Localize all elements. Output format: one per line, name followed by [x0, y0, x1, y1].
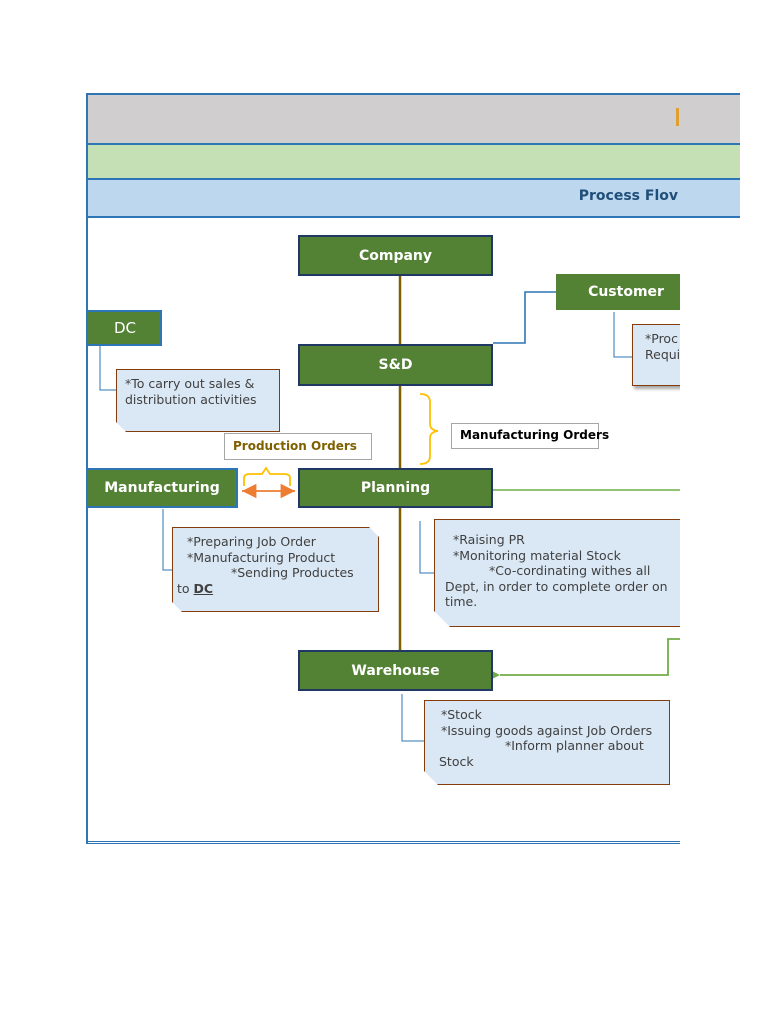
header-title-fragment-mark [676, 108, 679, 126]
manufacturing-bracket [419, 393, 439, 465]
frame-left-border [86, 218, 88, 844]
production-bracket [243, 466, 291, 486]
manufacturing-note-line-3: *Sending Productes [231, 565, 354, 580]
customer-note-line-1: *Proc [645, 331, 678, 346]
dc-node: DC [86, 310, 162, 346]
manufacturing-note-line-4: to DC [177, 581, 370, 597]
planning-node: Planning [298, 468, 493, 508]
manufacturing-note-dc-link: DC [193, 580, 214, 596]
manufacturing-note: *Preparing Job Order *Manufacturing Prod… [172, 527, 379, 612]
warehouse-note-line-1: *Stock [441, 707, 482, 722]
manufacturing-orders-label: Manufacturing Orders [451, 423, 609, 449]
manufacturing-note-line-1: *Preparing Job Order [187, 534, 316, 549]
sd-customer-connector [493, 291, 556, 344]
dc-note-line-2: distribution activities [125, 391, 257, 407]
warehouse-note: *Stock *Issuing goods against Job Orders… [424, 700, 670, 785]
connector-lines [99, 276, 680, 742]
frame-bottom-border [86, 841, 680, 844]
company-node: Company [298, 235, 493, 276]
planning-note-connector [419, 521, 434, 574]
warehouse-note-line-4: Stock [439, 753, 474, 769]
warehouse-note-line-2: *Issuing goods against Job Orders [441, 722, 653, 738]
dc-note: *To carry out sales & distribution activ… [116, 369, 280, 432]
dc-note-line-1: *To carry out sales & [125, 376, 255, 391]
manufacturing-node: Manufacturing [86, 468, 238, 508]
planning-note-line-2: *Monitoring material Stock [453, 547, 621, 563]
production-orders-label: Production Orders [224, 433, 372, 460]
manufacturing-note-line-2: *Manufacturing Product [187, 549, 336, 565]
customer-note: *Proc Requi [632, 324, 680, 386]
header-blue-band: Process Flov [86, 180, 740, 218]
manufacturing-note-line-4-prefix: to [177, 580, 194, 596]
warehouse-note-connector [401, 694, 424, 742]
warehouse-green-arrow [485, 638, 680, 683]
planning-note-line-1: *Raising PR [453, 532, 525, 547]
header-green-band [86, 145, 740, 180]
customer-note-connector [613, 312, 632, 358]
planning-note: *Raising PR *Monitoring material Stock *… [434, 519, 680, 627]
customer-node: Customer [556, 274, 680, 310]
header-gray-band [86, 93, 740, 145]
planning-note-line-4: Dept, in order to complete order on [445, 578, 668, 594]
warehouse-node: Warehouse [298, 650, 493, 691]
process-flow-title: Process Flov [578, 188, 678, 204]
customer-note-line-2: Requi [645, 346, 680, 362]
warehouse-note-line-3: *Inform planner about [505, 738, 644, 753]
dc-note-connector [99, 346, 116, 391]
planning-note-line-3: *Co-cordinating withes all [489, 563, 651, 578]
sd-node: S&D [298, 344, 493, 386]
manufacturing-note-connector [162, 509, 172, 571]
diagram-canvas: Company Customer DC S&D Manufacturing Pl… [86, 235, 680, 1024]
planning-note-line-5: time. [445, 594, 478, 609]
